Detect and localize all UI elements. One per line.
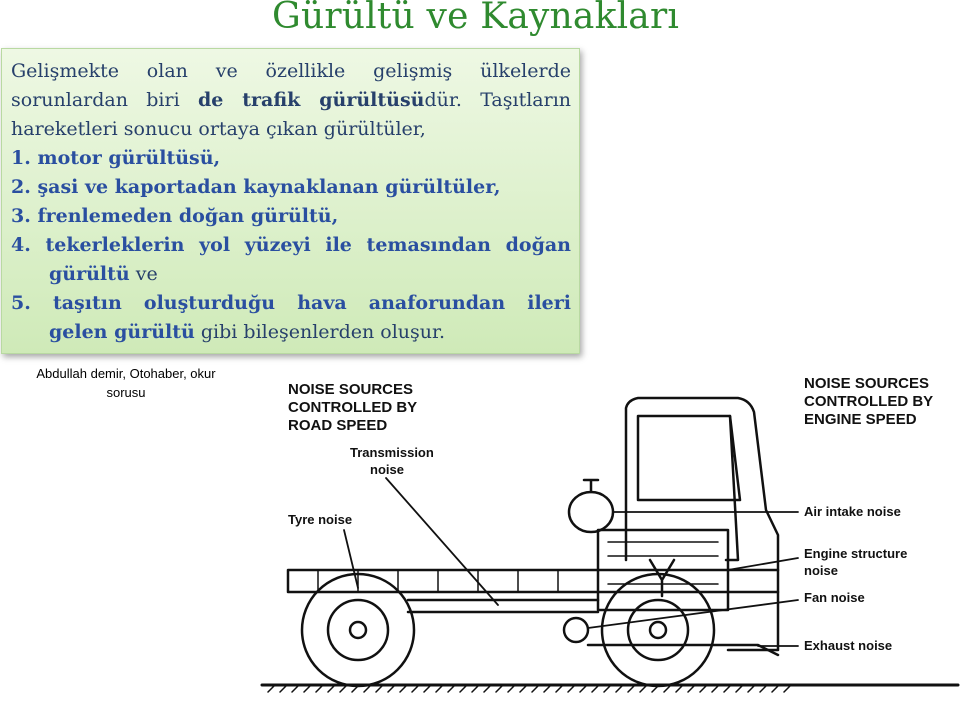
exhaust-pipe [586,643,780,657]
ground-hatch [267,685,791,693]
list-item: 2. şasi ve kaportadan kaynaklanan gürült… [11,176,501,198]
list-item-continuation: gelen gürültü gibi bileşenlerden oluşur. [49,321,446,343]
exhaust-label: Exhaust noise [804,638,892,653]
slide-title: Gürültü ve Kaynakları [272,0,680,37]
engine-speed-title-2: CONTROLLED BY [804,393,933,410]
engine-structure-label-1: Engine structure [804,546,907,561]
image-caption: Abdullah demir, Otohaber, okur sorusu [36,366,216,400]
tyre-leader [343,529,359,589]
engine-speed-title-3: ENGINE SPEED [804,411,917,428]
tyre-label: Tyre noise [288,512,352,527]
list-item-continuation: gürültü ve [49,263,158,285]
road-speed-title-2: CONTROLLED BY [288,399,417,416]
intro-line-1: Gelişmekte olan ve özellikle gelişmiş ül… [11,60,571,82]
intro-line-3: hareketleri sonucu ortaya çıkan gürültül… [11,118,426,140]
fan-label: Fan noise [804,590,865,605]
list-item: 4. tekerleklerin yol yüzeyi ile temasınd… [11,234,571,256]
cab-outline [624,396,780,652]
engine-speed-title-1: NOISE SOURCES [804,375,929,392]
fan [562,616,590,644]
fan-leader [587,599,799,629]
truck-noise-diagram: NOISE SOURCES CONTROLLED BY ROAD SPEED N… [260,375,960,693]
content-box: Gelişmekte olan ve özellikle gelişmiş ül… [1,48,580,354]
chassis-frame [286,568,780,594]
air-intake-label: Air intake noise [804,504,901,519]
transmission-shaft [406,598,600,614]
transmission-label-1: Transmission [350,445,434,460]
air-filter [567,490,615,534]
transmission-label-2: noise [370,462,404,477]
engine-structure-leader [727,557,799,571]
intro-line-2: sorunlardan biri de trafik gürültüsüdür.… [11,89,572,111]
cab-window [636,414,742,502]
engine-structure-label-2: noise [804,563,838,578]
rear-wheel [300,572,416,688]
list-item: 5. taşıtın oluşturduğu hava anaforundan … [11,292,571,314]
cab-door-line [724,414,740,562]
list-item: 1. motor gürültüsü, [11,147,221,169]
road-speed-title-1: NOISE SOURCES [288,381,413,398]
list-item: 3. frenlemeden doğan gürültü, [11,205,339,227]
road-speed-title-3: ROAD SPEED [288,417,387,434]
transmission-leader [385,477,499,606]
